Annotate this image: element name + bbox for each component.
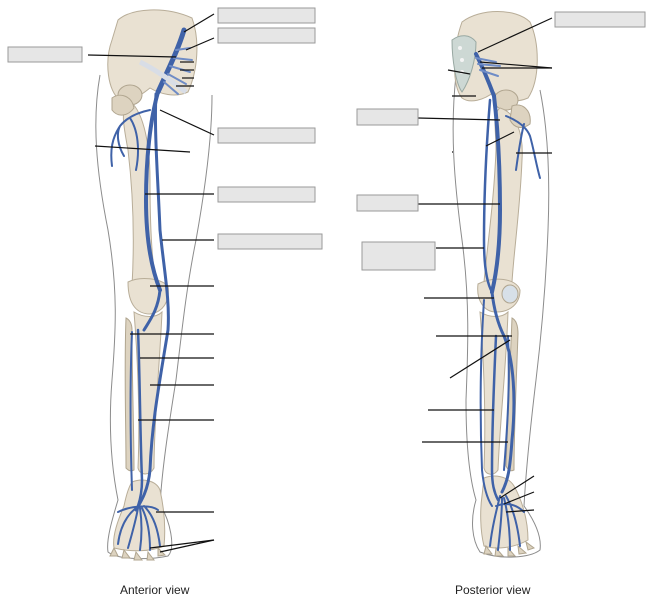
sacral-foramen xyxy=(458,46,462,50)
anterior-label-boxes xyxy=(7,7,323,250)
posterior-knee-condyle xyxy=(501,284,519,304)
label-box-posterior-4[interactable] xyxy=(361,241,436,271)
label-box-anterior-4[interactable] xyxy=(217,127,316,144)
label-box-posterior-2[interactable] xyxy=(356,108,419,126)
posterior-view xyxy=(417,11,553,558)
posterior-deep-femoral-vein xyxy=(482,98,494,294)
posterior-leader-lines xyxy=(417,17,553,513)
posterior-trochanter xyxy=(509,104,531,128)
anterior-tibial-vein xyxy=(136,328,144,508)
posterior-tibial-vein xyxy=(490,334,500,502)
posterior-leg-outline xyxy=(452,74,550,558)
anterior-leader-lines xyxy=(87,13,215,553)
label-box-posterior-3[interactable] xyxy=(356,194,419,212)
anterior-view-caption: Anterior view xyxy=(120,583,190,597)
anterior-great-saphenous-vein xyxy=(134,92,170,512)
anterior-popliteal-vein xyxy=(142,288,162,332)
anterior-circumflex-vein xyxy=(110,109,151,171)
posterior-small-saphenous-vein xyxy=(500,334,516,494)
posterior-view-caption: Posterior view xyxy=(455,583,531,597)
anterior-fibula xyxy=(124,317,135,472)
anterior-small-vein xyxy=(129,331,133,491)
posterior-femoral-vein xyxy=(490,94,502,294)
posterior-circumflex-vein xyxy=(505,115,541,179)
label-box-anterior-2[interactable] xyxy=(217,27,316,44)
label-box-anterior-1[interactable] xyxy=(217,7,316,24)
anterior-pelvic-veins xyxy=(163,47,193,95)
anterior-knee xyxy=(127,278,169,315)
anterior-trochanter xyxy=(111,94,135,116)
posterior-great-saphenous-vein xyxy=(479,299,493,507)
anterior-dorsal-venous-arch xyxy=(117,505,161,551)
label-box-posterior-1[interactable] xyxy=(554,11,646,28)
label-box-anterior-3[interactable] xyxy=(7,46,83,63)
posterior-femur xyxy=(483,107,523,289)
sacral-foramen xyxy=(460,58,464,62)
anterior-femoral-vein xyxy=(144,90,162,292)
posterior-fibular-vein xyxy=(503,335,510,471)
posterior-label-boxes xyxy=(356,11,646,271)
posterior-pelvic-veins xyxy=(475,57,501,77)
posterior-toes xyxy=(483,540,536,557)
anterior-view xyxy=(87,9,215,561)
posterior-internal-iliac-vein xyxy=(474,52,496,98)
posterior-sacrum xyxy=(451,35,477,93)
anterior-external-iliac-vein xyxy=(155,27,187,95)
posterior-plantar-veins xyxy=(489,495,525,551)
anterior-foot-bones xyxy=(113,479,166,552)
label-box-anterior-6[interactable] xyxy=(217,233,323,250)
anterior-inguinal-ligament xyxy=(138,59,188,95)
label-box-anterior-5[interactable] xyxy=(217,186,316,203)
posterior-popliteal-vein xyxy=(490,290,506,338)
